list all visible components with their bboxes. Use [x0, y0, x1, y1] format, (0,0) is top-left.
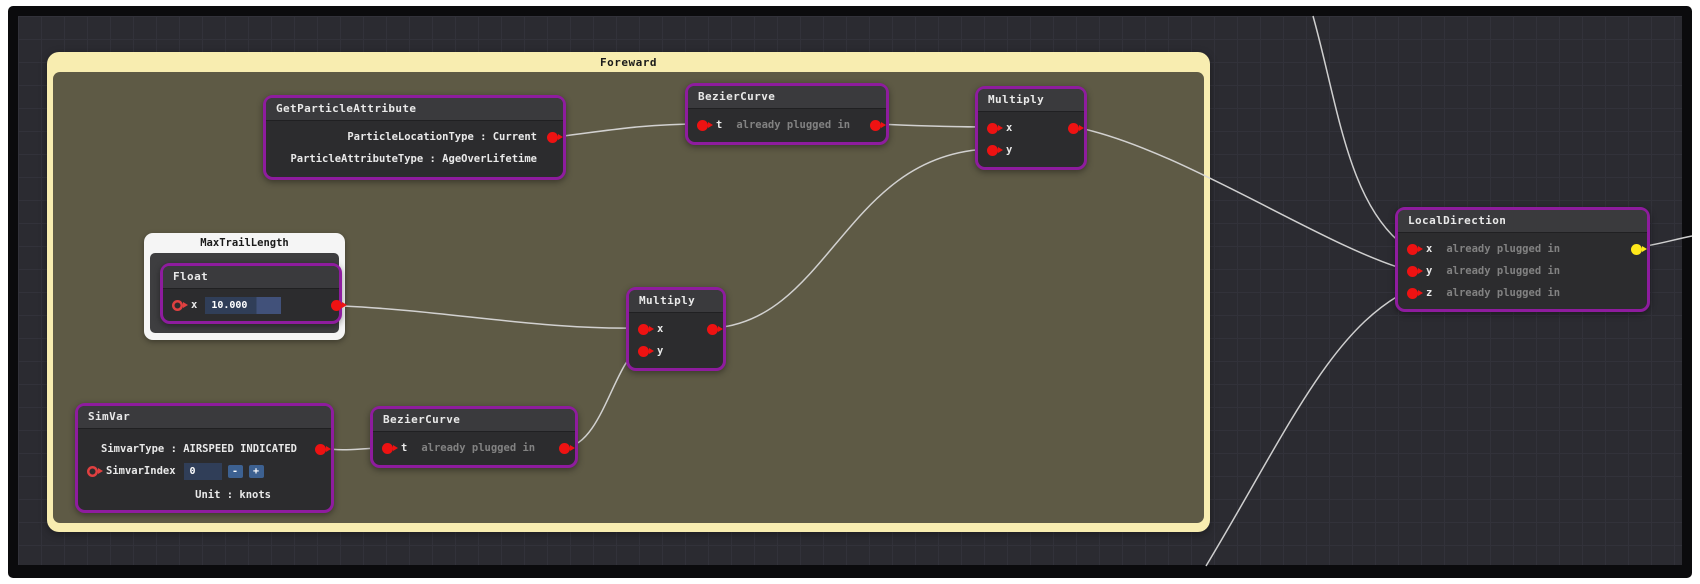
row-t: t already plugged in — [373, 437, 575, 459]
node-simvar-title[interactable]: SimVar — [78, 406, 331, 429]
increment-button[interactable]: + — [248, 464, 264, 478]
output-port[interactable] — [870, 119, 886, 131]
output-port[interactable] — [547, 131, 563, 143]
output-port[interactable] — [315, 443, 331, 455]
node-beziercurve-bottom-title[interactable]: BezierCurve — [373, 409, 575, 432]
node-multiply-middle-title[interactable]: Multiply — [629, 290, 723, 313]
input-port-t[interactable] — [697, 119, 713, 131]
t-status: already plugged in — [736, 119, 851, 131]
input-port-t[interactable] — [382, 442, 398, 454]
group-maxtraillength-title: MaxTrailLength — [200, 237, 289, 249]
row-x: x already plugged in — [1398, 238, 1647, 260]
y-label: y — [1006, 144, 1013, 156]
simvarindex-label: SimvarIndex — [106, 465, 176, 477]
t-status: already plugged in — [421, 442, 536, 454]
input-port-y[interactable] — [987, 144, 1003, 156]
node-getparticleattribute-title[interactable]: GetParticleAttribute — [266, 98, 563, 121]
node-localdirection[interactable]: LocalDirection x already plugged in y al… — [1395, 207, 1650, 312]
row-y: y — [978, 139, 1084, 161]
node-beziercurve-top[interactable]: BezierCurve t already plugged in — [685, 83, 889, 145]
output-port-yellow[interactable] — [1631, 243, 1647, 255]
row-simvartype: SimvarType : AIRSPEED INDICATED — [78, 438, 331, 460]
x-label: x — [657, 323, 664, 335]
row-particlelocationtype: ParticleLocationType : Current — [266, 126, 563, 148]
y-status: already plugged in — [1446, 265, 1561, 277]
z-status: already plugged in — [1446, 287, 1561, 299]
row-y: y — [629, 340, 723, 362]
y-label: y — [657, 345, 664, 357]
node-beziercurve-top-title[interactable]: BezierCurve — [688, 86, 886, 109]
input-port-y[interactable] — [1407, 265, 1423, 277]
node-simvar[interactable]: SimVar SimvarType : AIRSPEED INDICATED S… — [75, 403, 334, 513]
x-value-field[interactable]: 10.000 — [205, 296, 282, 314]
decrement-button[interactable]: - — [227, 464, 243, 478]
row-y: y already plugged in — [1398, 260, 1647, 282]
particleattributetype-value: ParticleAttributeType : AgeOverLifetime — [290, 153, 537, 165]
t-label: t — [401, 442, 408, 454]
node-float-title[interactable]: Float — [163, 266, 339, 289]
particlelocationtype-value: ParticleLocationType : Current — [347, 131, 537, 143]
x-label: x — [191, 299, 198, 311]
row-x: x — [629, 318, 723, 340]
y-label: y — [1426, 265, 1433, 277]
x-status: already plugged in — [1446, 243, 1561, 255]
input-port-simvarindex-unconnected[interactable] — [87, 466, 103, 477]
node-multiply-top[interactable]: Multiply x y — [975, 86, 1087, 170]
input-port-x-unconnected[interactable] — [172, 300, 188, 311]
x-label: x — [1426, 243, 1433, 255]
input-port-z[interactable] — [1407, 287, 1423, 299]
node-getparticleattribute[interactable]: GetParticleAttribute ParticleLocationTyp… — [263, 95, 566, 180]
t-label: t — [716, 119, 723, 131]
row-t: t already plugged in — [688, 114, 886, 136]
input-port-x[interactable] — [638, 323, 654, 335]
node-multiply-top-title[interactable]: Multiply — [978, 89, 1084, 112]
row-simvarindex: SimvarIndex 0 - + — [78, 460, 331, 482]
z-label: z — [1426, 287, 1433, 299]
output-port[interactable] — [331, 299, 347, 311]
row-x: x — [978, 117, 1084, 139]
group-foreward-title: Foreward — [600, 56, 657, 69]
simvarindex-value-field[interactable]: 0 — [183, 462, 222, 480]
input-port-x[interactable] — [1407, 243, 1423, 255]
row-particleattributetype: ParticleAttributeType : AgeOverLifetime — [266, 148, 563, 170]
input-port-x[interactable] — [987, 122, 1003, 134]
row-z: z already plugged in — [1398, 282, 1647, 304]
unit-value: Unit : knots — [195, 489, 271, 501]
input-port-y[interactable] — [638, 345, 654, 357]
row-x: x 10.000 — [163, 294, 347, 316]
node-beziercurve-bottom[interactable]: BezierCurve t already plugged in — [370, 406, 578, 468]
output-port[interactable] — [559, 442, 575, 454]
node-float[interactable]: Float x 10.000 — [160, 263, 347, 324]
output-port[interactable] — [707, 323, 723, 335]
simvartype-value: SimvarType : AIRSPEED INDICATED — [101, 443, 297, 455]
row-unit: Unit : knots — [78, 482, 331, 508]
x-label: x — [1006, 122, 1013, 134]
output-port[interactable] — [1068, 122, 1084, 134]
node-localdirection-title[interactable]: LocalDirection — [1398, 210, 1647, 233]
node-multiply-middle[interactable]: Multiply x y — [626, 287, 726, 371]
